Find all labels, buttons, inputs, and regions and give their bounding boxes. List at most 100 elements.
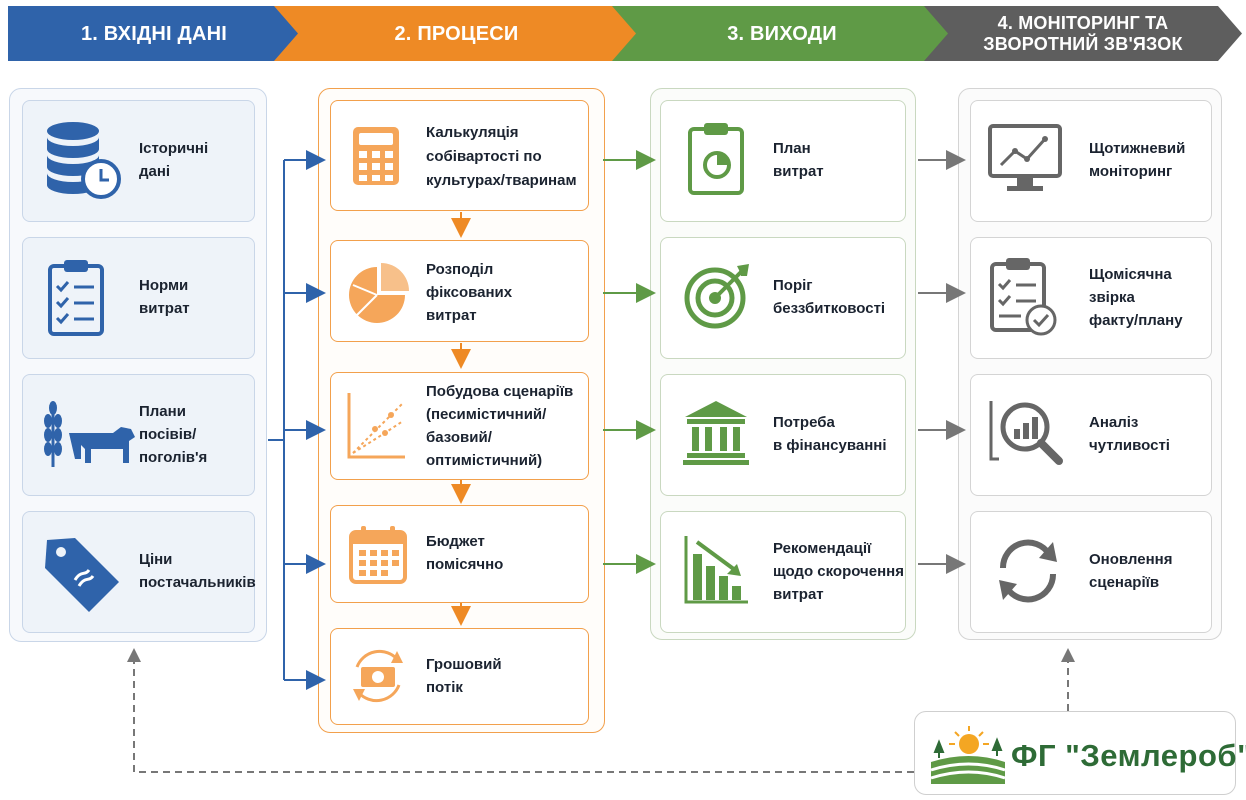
refresh-icon [999, 539, 1057, 603]
header-arrow-blue [8, 6, 300, 61]
process-label-line: базовий/ [426, 429, 492, 446]
header-step-3-label: 3. ВИХОДИ [727, 22, 837, 45]
output-label-line: витрат [773, 586, 824, 603]
input-label-line: постачальників [139, 574, 256, 591]
header-step-4: 4. МОНІТОРИНГ ТА ЗВОРОТНИЙ ЗВ'ЯЗОК [924, 6, 1242, 61]
processes-to-outputs-arrows [603, 150, 656, 574]
outputs-to-monitoring-arrows [918, 150, 966, 574]
input-label-line: Плани [139, 403, 186, 420]
process-card-monthly-budget: Бюджет помісячно [330, 505, 589, 603]
header-step-1-label: 1. ВХІДНІ ДАНІ [80, 22, 228, 45]
process-label-line: Грошовий [426, 656, 502, 673]
monitoring-card-scenario-update: Оновлення сценаріїв [970, 511, 1212, 633]
process-card-label: Розподіл фіксованих витрат [426, 258, 512, 327]
monitoring-card-label: Аналіз чутливості [1089, 411, 1170, 457]
farm-logo-text: ФГ "Землероб" [1011, 738, 1246, 773]
process-label-line: фіксованих [426, 284, 513, 301]
monitoring-card-sensitivity-analysis: Аналіз чутливості [970, 374, 1212, 496]
header-step-4-label-line1: 4. МОНІТОРИНГ ТА [997, 12, 1169, 33]
input-label-line: Історичні [139, 140, 209, 157]
pie-chart-icon [349, 263, 409, 323]
magnifier-chart-icon [989, 401, 1063, 465]
header-arrow-orange [274, 6, 639, 61]
calculator-icon [353, 127, 399, 185]
declining-chart-icon [684, 536, 748, 604]
monitoring-label-line: Оновлення [1089, 551, 1173, 568]
process-card-scenario-building: Побудова сценаріїв (песимістичний/ базов… [330, 372, 589, 480]
process-label-line: культурах/тваринам [426, 172, 577, 189]
process-card-cash-flow: Грошовий потік [330, 628, 589, 725]
calendar-icon [349, 526, 407, 584]
input-label-line: дані [139, 163, 171, 180]
bank-icon [683, 401, 749, 465]
inputs-to-processes-connector [268, 150, 326, 690]
wheat-cow-icon [44, 401, 135, 467]
output-label-line: Рекомендації [773, 540, 872, 557]
monitoring-label-line: Щотижневий [1089, 140, 1186, 157]
process-label-line: Розподіл [426, 261, 494, 278]
header-step-3: 3. ВИХОДИ [612, 6, 952, 61]
monitoring-label-line: звірка [1089, 289, 1135, 306]
process-label-line: Бюджет [426, 533, 485, 550]
header-step-4-label-line2: ЗВОРОТНИЙ ЗВ'ЯЗОК [983, 33, 1183, 54]
process-card-label: Калькуляція собівартості по культурах/тв… [426, 121, 577, 193]
output-card-financing-need: Потреба в фінансуванні [660, 374, 906, 496]
header-arrow-green [612, 6, 952, 61]
input-card-label: Історичні дані [139, 137, 208, 183]
input-label-line: Ціни [139, 551, 173, 568]
output-label-line: беззбитковості [773, 300, 886, 317]
header-step-1: 1. ВХІДНІ ДАНІ [8, 6, 300, 61]
monitoring-label-line: чутливості [1089, 437, 1170, 454]
process-label-line: Побудова сценаріїв [426, 383, 574, 400]
feedback-arrowhead-left [127, 648, 141, 662]
header-step-2: 2. ПРОЦЕСИ [274, 6, 639, 61]
input-card-sowing-livestock-plans: Плани посівів/ поголів'я [22, 374, 255, 496]
target-icon [684, 264, 749, 329]
header-arrow-grey [924, 6, 1242, 61]
price-tag-icon [45, 538, 119, 612]
input-card-historical-data: Історичні дані [22, 100, 255, 222]
output-label-line: Поріг [773, 277, 813, 294]
output-card-break-even: Поріг беззбитковості [660, 237, 906, 359]
header-step-2-label: 2. ПРОЦЕСИ [394, 22, 519, 45]
monitoring-card-label: Щомісячна звірка факту/плану [1089, 263, 1183, 332]
output-card-label: План витрат [773, 137, 824, 183]
process-card-fixed-cost-allocation: Розподіл фіксованих витрат [330, 240, 589, 342]
farm-sun-field-icon [930, 726, 1006, 784]
output-label-line: щодо скорочення [773, 563, 904, 580]
process-card-label: Грошовий потік [426, 653, 502, 699]
process-card-label: Бюджет помісячно [426, 530, 503, 576]
scenario-chart-icon [347, 393, 405, 459]
process-label-line: помісячно [426, 556, 504, 573]
process-label-line: Калькуляція [426, 124, 519, 141]
monitoring-card-label: Оновлення сценаріїв [1089, 548, 1172, 594]
plan-clipboard-icon [688, 123, 744, 195]
output-label-line: в фінансуванні [773, 437, 887, 454]
input-card-label: Плани посівів/ поголів'я [139, 400, 207, 469]
database-clock-icon [47, 122, 121, 199]
monitoring-card-weekly: Щотижневий моніторинг [970, 100, 1212, 222]
monitoring-label-line: Щомісячна [1089, 266, 1172, 283]
cash-flow-icon [353, 649, 403, 703]
monitoring-card-monthly-reconciliation: Щомісячна звірка факту/плану [970, 237, 1212, 359]
process-card-cost-calculation: Калькуляція собівартості по культурах/тв… [330, 100, 589, 211]
farm-logo-box: ФГ "Землероб" [914, 711, 1246, 795]
input-label-line: поголів'я [139, 449, 208, 466]
process-label-line: (песимістичний/ [426, 406, 547, 423]
monitor-chart-icon [988, 124, 1062, 191]
output-card-label: Поріг беззбитковості [773, 274, 885, 320]
process-label-line: собівартості по [426, 148, 542, 165]
feedback-loop-dashed [133, 660, 1069, 773]
output-card-cost-reduction-recommendations: Рекомендації щодо скорочення витрат [660, 511, 906, 633]
monitoring-label-line: факту/плану [1089, 312, 1183, 329]
output-label-line: Потреба [773, 414, 835, 431]
output-card-label: Рекомендації щодо скорочення витрат [773, 537, 904, 606]
monitoring-label-line: Аналіз [1089, 414, 1139, 431]
process-label-line: витрат [426, 307, 477, 324]
feedback-arrowhead-right [1061, 648, 1075, 662]
output-label-line: витрат [773, 163, 824, 180]
monitoring-label-line: моніторинг [1089, 163, 1173, 180]
input-card-label: Ціни постачальників [139, 548, 256, 594]
input-label-line: посівів/ [139, 426, 197, 443]
